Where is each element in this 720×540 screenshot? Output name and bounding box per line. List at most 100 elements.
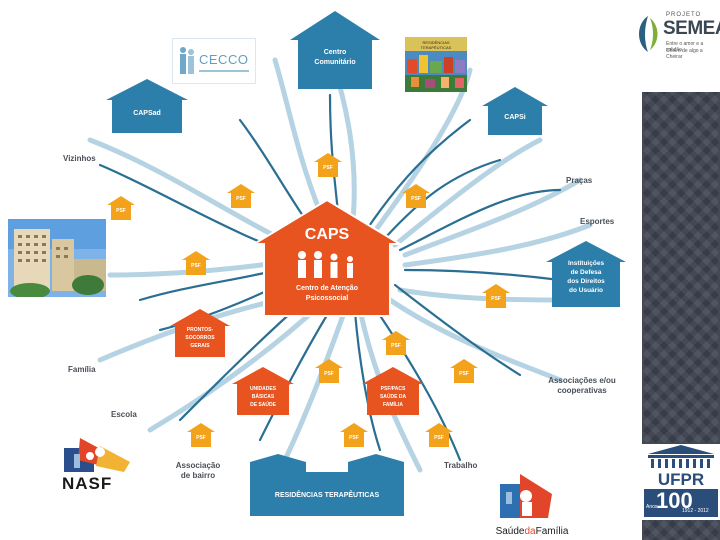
psf-house-5-shape — [182, 251, 210, 275]
nasf-family-icon — [64, 438, 130, 472]
psf-house-7: PSF — [381, 330, 411, 356]
book-illustration — [405, 51, 467, 92]
psf-house-12-label: PSF — [434, 435, 444, 441]
psf-house-6-label: PSF — [491, 296, 501, 302]
house-psf-pacs-line2: SAÚDE DA — [379, 394, 407, 400]
psf-house-10-shape — [187, 423, 215, 447]
psf-house-4-label: PSF — [116, 208, 126, 214]
residencias-terapeuticas-label: RESIDÊNCIAS TERAPÊUTICAS — [274, 492, 380, 499]
house-ubs-line1: UNIDADES — [249, 386, 277, 392]
ufpr-100-badge — [644, 489, 718, 517]
house-psf-pacs — [362, 367, 424, 415]
semear-subtitle-line1: Entre o amor e a solidão, — [666, 41, 704, 53]
cecco-logo-text: CECCO — [199, 52, 249, 67]
psf-house-9-label: PSF — [459, 371, 469, 377]
ufpr-anos: Anos — [646, 504, 658, 510]
label-vizinhos: Vizinhos — [63, 154, 96, 163]
house-instituicoes-line1: Instituições — [567, 260, 605, 267]
psf-house-4: PSF — [106, 195, 136, 221]
caps-subtitle-line2: Psicossocial — [305, 295, 349, 302]
psf-house-6: PSF — [481, 283, 511, 309]
psf-house-12: PSF — [424, 422, 454, 448]
house-centro-comunitario-line2: Comunitário — [314, 59, 356, 66]
label-associacao-bairro-line1: Associação — [175, 461, 221, 470]
house-prontos-line1: PRONTOS- — [186, 327, 214, 333]
house-instituicoes-line2: de Defesa — [570, 269, 602, 276]
psf-house-7-label: PSF — [391, 343, 401, 349]
house-centro-comunitario-line1: Centro — [323, 49, 347, 56]
house-ubs-line2: BÁSICAS — [251, 394, 275, 400]
saude-text-part1: Saúde — [495, 526, 525, 537]
psf-house-2: PSF — [226, 183, 256, 209]
psf-house-5: PSF — [181, 250, 211, 276]
semear-subtitle-line2: Cheiro de algo a Cheirar — [666, 48, 703, 60]
house-unidades-basicas — [232, 367, 294, 415]
psf-house-11-label: PSF — [349, 435, 359, 441]
psf-house-2-shape — [227, 184, 255, 208]
label-associacao-bairro-line2: de bairro — [180, 471, 216, 480]
label-escola: Escola — [111, 410, 137, 419]
saude-house-icon — [500, 474, 552, 518]
residencias-terapeuticas-banner — [250, 454, 404, 516]
house-capsi-label: CAPSi — [504, 114, 526, 121]
psf-house-3-label: PSF — [411, 196, 421, 202]
house-caps-central — [252, 198, 402, 317]
book-cover-image: RESIDÊNCIAS TERAPÊUTICAS — [405, 37, 467, 92]
house-ubs-line3: DE SAÚDE — [250, 402, 276, 408]
saude-da-familia-logo: SaúdedaFamília — [484, 470, 580, 540]
psf-house-3: PSF — [401, 183, 431, 209]
label-associacoes-line2: cooperativas — [557, 386, 607, 395]
label-esportes: Esportes — [580, 217, 615, 226]
psf-house-1: PSF — [313, 152, 343, 178]
psf-house-11-shape — [340, 423, 368, 447]
house-psf-pacs-line3: FAMÍLIA — [383, 402, 403, 408]
saude-text-part2: da — [524, 526, 536, 537]
psf-house-8-shape — [315, 359, 343, 383]
psf-house-6-shape — [482, 284, 510, 308]
psf-house-10-label: PSF — [196, 435, 206, 441]
book-title-line1: RESIDÊNCIAS — [422, 40, 450, 45]
house-capsad-label: CAPSad — [133, 110, 161, 117]
psf-house-2-label: PSF — [236, 196, 246, 202]
saude-text-part3: Família — [535, 526, 569, 537]
semear-leaf-icon — [639, 16, 658, 52]
house-capsi — [482, 87, 548, 135]
house-instituicoes-defesa — [546, 241, 626, 307]
house-prontos-line2: SOCORROS — [185, 335, 215, 341]
psf-house-1-label: PSF — [323, 165, 333, 171]
psf-house-1-shape — [314, 153, 342, 177]
cecco-logo: CECCO — [172, 38, 256, 84]
house-centro-comunitario — [290, 11, 380, 89]
house-prontos-line3: GERAIS — [190, 343, 210, 349]
caps-family-icon — [298, 251, 353, 278]
psf-house-4-shape — [107, 196, 135, 220]
psf-house-9-shape — [450, 359, 478, 383]
ufpr-text: UFPR — [657, 470, 705, 489]
psf-house-7-shape — [382, 331, 410, 355]
people-icon — [180, 47, 194, 74]
house-psf-pacs-line1: PSF/PACS — [380, 386, 406, 392]
nasf-logo: NASF — [60, 436, 136, 494]
psf-house-8-label: PSF — [324, 371, 334, 377]
semear-project-label: PROJETO — [666, 12, 702, 18]
house-prontos-socorros — [170, 309, 230, 357]
ufpr-years: 1912 - 2012 — [682, 508, 709, 514]
psf-house-3-shape — [402, 184, 430, 208]
ufpr-100: 100 — [656, 488, 693, 513]
semear-title: SEMEAR — [663, 18, 720, 39]
cecco-underline — [199, 70, 249, 72]
ufpr-logo: UFPR 100 Anos 1912 - 2012 — [642, 444, 720, 520]
caps-title: CAPS — [304, 226, 350, 243]
ufpr-building-icon — [648, 445, 714, 468]
label-associacoes-line1: Associações e/ou — [548, 376, 616, 385]
house-instituicoes-line4: do Usuário — [569, 287, 603, 294]
nasf-text: NASF — [62, 474, 113, 493]
hospital-photo — [8, 219, 106, 297]
psf-house-9: PSF — [449, 358, 479, 384]
psf-house-12-shape — [425, 423, 453, 447]
psf-house-11: PSF — [339, 422, 369, 448]
psf-house-8: PSF — [314, 358, 344, 384]
house-capsad — [106, 79, 188, 133]
house-instituicoes-line3: dos Direitos — [567, 278, 605, 285]
